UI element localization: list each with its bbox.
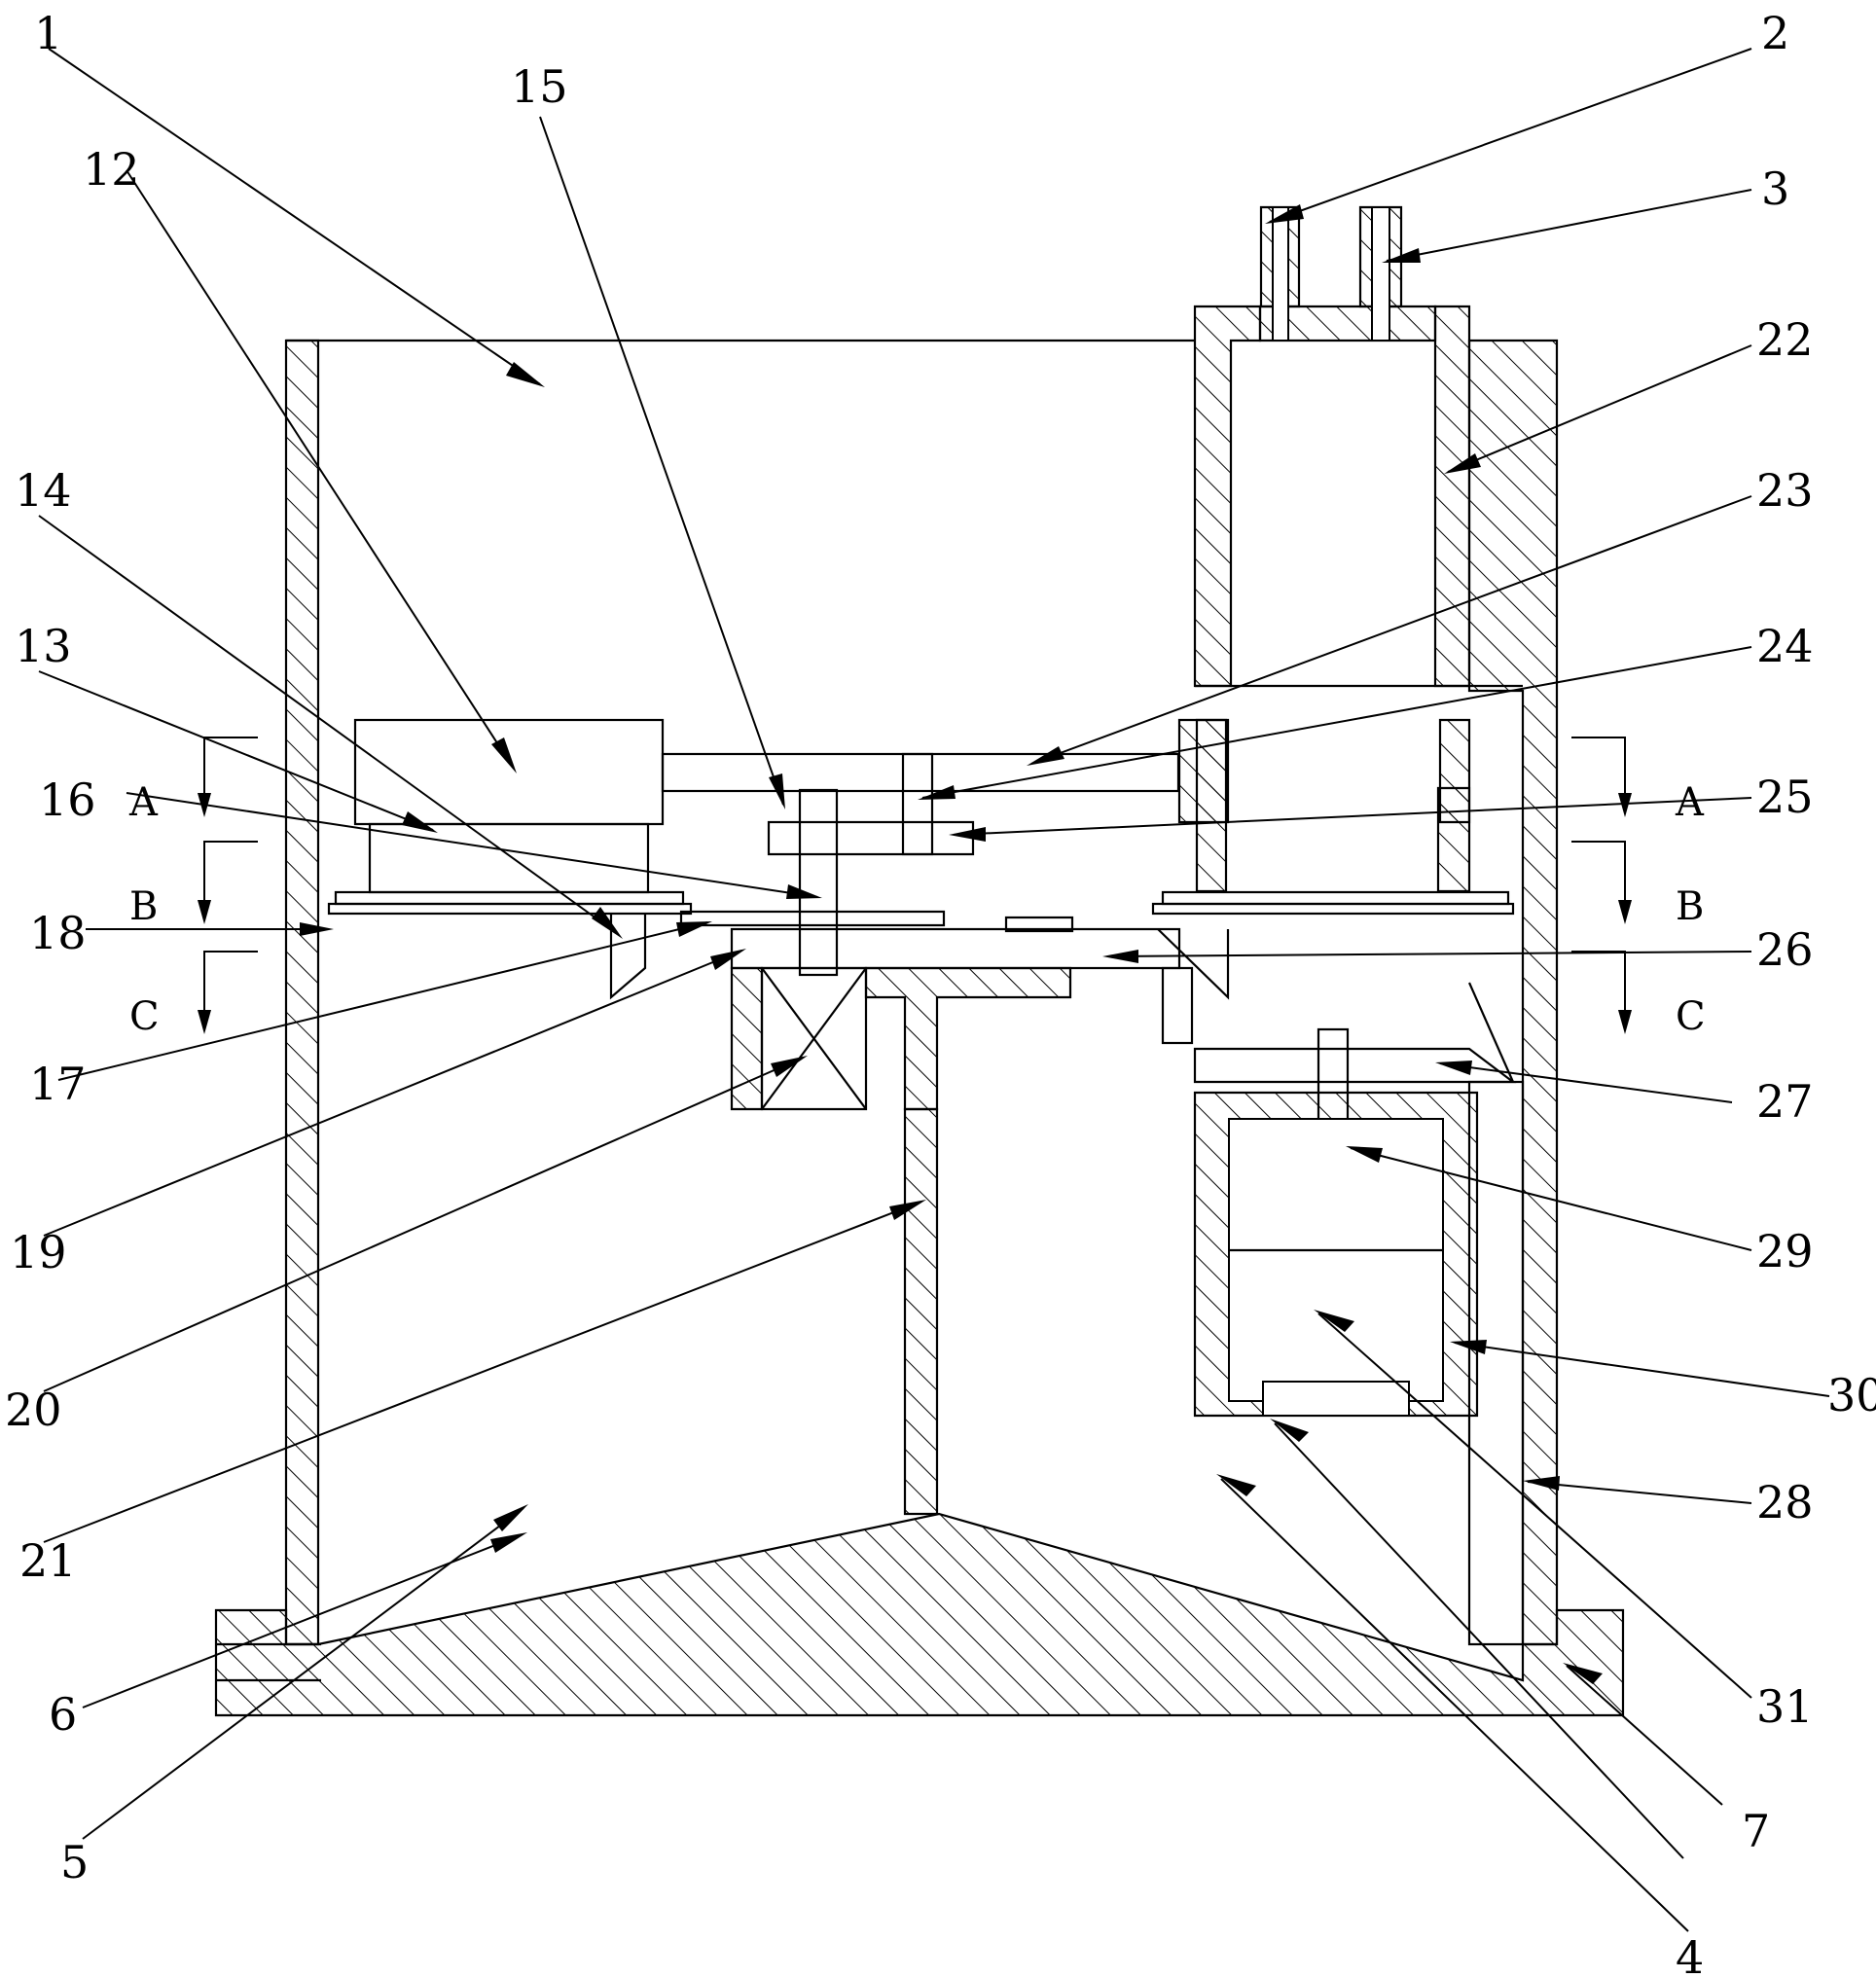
label-12: 12: [83, 143, 140, 196]
section-marks: A B C A B C: [128, 737, 1706, 1039]
label-16: 16: [39, 773, 96, 826]
label-22: 22: [1756, 313, 1814, 366]
label-13: 13: [15, 620, 72, 672]
label-3: 3: [1761, 162, 1789, 215]
upper-mechanism: [327, 718, 1515, 1516]
label-29: 29: [1756, 1225, 1814, 1277]
label-14: 14: [15, 464, 72, 517]
section-mark-c-left: C: [129, 994, 160, 1039]
section-mark-a-right: A: [1675, 780, 1705, 825]
label-7: 7: [1742, 1805, 1770, 1857]
label-15: 15: [511, 60, 568, 113]
section-mark-b-right: B: [1676, 884, 1704, 929]
section-mark-b-left: B: [129, 884, 158, 929]
label-18: 18: [29, 907, 87, 959]
inlet-cylinder: [1193, 205, 1523, 688]
leader-lines: [38, 48, 1830, 1932]
label-5: 5: [60, 1836, 89, 1888]
label-24: 24: [1756, 620, 1814, 672]
label-25: 25: [1756, 771, 1814, 823]
label-20: 20: [5, 1384, 62, 1436]
label-30: 30: [1827, 1369, 1876, 1421]
label-4: 4: [1676, 1931, 1704, 1978]
label-23: 23: [1756, 464, 1814, 517]
label-6: 6: [49, 1688, 77, 1741]
section-mark-a-left: A: [128, 780, 159, 825]
label-27: 27: [1756, 1075, 1814, 1128]
label-2: 2: [1761, 7, 1789, 59]
label-17: 17: [29, 1058, 87, 1110]
label-1: 1: [34, 7, 62, 59]
lower-right-mechanism: [1193, 982, 1525, 1646]
label-31: 31: [1756, 1680, 1814, 1733]
label-21: 21: [19, 1534, 77, 1587]
label-26: 26: [1756, 923, 1814, 976]
section-mark-c-right: C: [1676, 994, 1706, 1039]
part-labels: 1 2 3 4 5 6 7 12 13 14 15 16 17 18 19 20…: [5, 7, 1876, 1978]
label-28: 28: [1756, 1476, 1814, 1528]
label-19: 19: [10, 1226, 67, 1278]
